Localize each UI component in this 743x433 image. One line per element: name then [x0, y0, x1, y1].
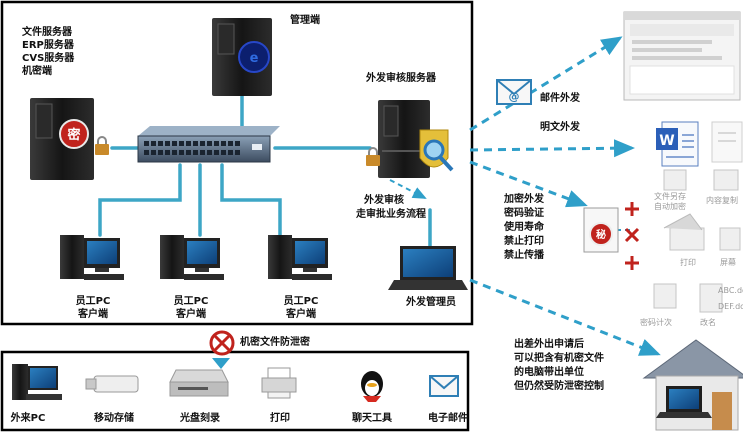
faded-doc-icon — [711, 121, 743, 163]
faded-label: 改名 — [700, 318, 716, 327]
server-label-secret: 机密端 — [22, 66, 52, 77]
management-server: e — [212, 18, 272, 96]
faded-filename: DEF.doc — [718, 302, 743, 311]
external-pc-icon — [12, 364, 62, 400]
seal-char-alt: 秘 — [596, 228, 606, 241]
employee-client-label: 客户端 — [78, 309, 108, 320]
svg-text:W: W — [659, 133, 674, 149]
encrypted-out-label: 使用寿命 — [504, 222, 544, 233]
employee-pc-label: 员工PC — [75, 296, 111, 307]
travel-text-line: 出差外出申请后 — [514, 339, 584, 350]
bottom-item-label: 电子邮件 — [428, 413, 468, 424]
audit-arrow — [389, 179, 427, 199]
bottom-item-label: 外来PC — [10, 413, 46, 424]
seal-char: 密 — [66, 127, 80, 143]
house-icon — [642, 339, 743, 431]
file-server: 密 — [30, 98, 94, 180]
faded-label: 密码计次 — [640, 318, 672, 327]
encrypted-out-label: 禁止打印 — [504, 236, 544, 247]
management-label: 管理端 — [290, 15, 320, 26]
bottom-item-label: 打印 — [270, 413, 290, 424]
encrypted-doc-icon: 秘 — [583, 207, 619, 253]
network-links — [98, 93, 432, 248]
audit-server — [378, 100, 430, 178]
no-leak-icon — [209, 330, 235, 356]
bottom-item-label: 光盘刻录 — [180, 413, 220, 424]
encrypted-out-label: 禁止传播 — [504, 250, 544, 261]
employee-pc-label: 员工PC — [283, 296, 319, 307]
bottom-item-label: 聊天工具 — [352, 413, 392, 424]
employee-pc — [60, 235, 124, 280]
leak-channel-frame — [0, 350, 470, 432]
svg-text:e: e — [250, 51, 259, 66]
employee-client-label: 客户端 — [176, 309, 206, 320]
faded-label: 内容复制 — [706, 196, 738, 205]
word-doc-icon: W — [656, 121, 699, 167]
audit-flow-label: 走审批业务流程 — [356, 209, 426, 220]
audit-lock-icon — [366, 147, 380, 166]
lock-icon — [95, 136, 109, 155]
employee-pc — [160, 235, 224, 280]
printer-lid-icon — [663, 213, 703, 231]
mail-icon: @ — [496, 79, 532, 105]
magnifier-shield-icon — [419, 129, 454, 172]
usb-drive-icon — [85, 375, 139, 393]
encrypted-out-label: 加密外发 — [504, 194, 544, 205]
employee-pc — [268, 235, 332, 280]
network-switch — [137, 126, 280, 163]
email-icon — [429, 375, 459, 397]
svg-text:@: @ — [509, 90, 520, 103]
travel-text-line: 可以把含有机密文件 — [514, 353, 604, 364]
server-label-erp: ERP服务器 — [22, 40, 74, 51]
employee-client-label: 客户端 — [286, 309, 316, 320]
faded-label: 屏幕 — [720, 258, 736, 267]
server-label-file: 文件服务器 — [22, 27, 72, 38]
server-label-cvs: CVS服务器 — [22, 53, 75, 64]
bottom-item-label: 移动存储 — [94, 413, 134, 424]
faded-permission-icons — [653, 169, 741, 313]
audit-server-label: 外发审核服务器 — [366, 73, 436, 84]
printer-icon — [261, 367, 297, 399]
travel-text-line: 但仍然受防泄密控制 — [514, 381, 604, 392]
travel-text-line: 的电脑带出单位 — [514, 367, 584, 378]
chat-icon — [361, 371, 383, 402]
outbound-arrows — [469, 36, 661, 356]
external-admin-label: 外发管理员 — [406, 297, 456, 308]
down-arrow-icon — [212, 358, 230, 369]
audit-flow-label: 外发审核 — [364, 195, 404, 206]
admin-laptop — [388, 246, 468, 290]
encrypted-out-label: 密码验证 — [504, 208, 544, 219]
faded-filename: ABC.doc — [718, 286, 743, 295]
leak-protection-label: 机密文件防泄密 — [240, 337, 310, 348]
faded-label: 文件另存 自动加密 — [654, 192, 686, 211]
mail-out-label: 邮件外发 — [540, 93, 580, 104]
employee-pc-label: 员工PC — [173, 296, 209, 307]
faded-label: 打印 — [680, 258, 696, 267]
email-window-icon — [623, 11, 741, 101]
cd-burner-icon — [169, 369, 229, 397]
permission-markers — [624, 202, 640, 270]
plain-out-label: 明文外发 — [540, 122, 580, 133]
